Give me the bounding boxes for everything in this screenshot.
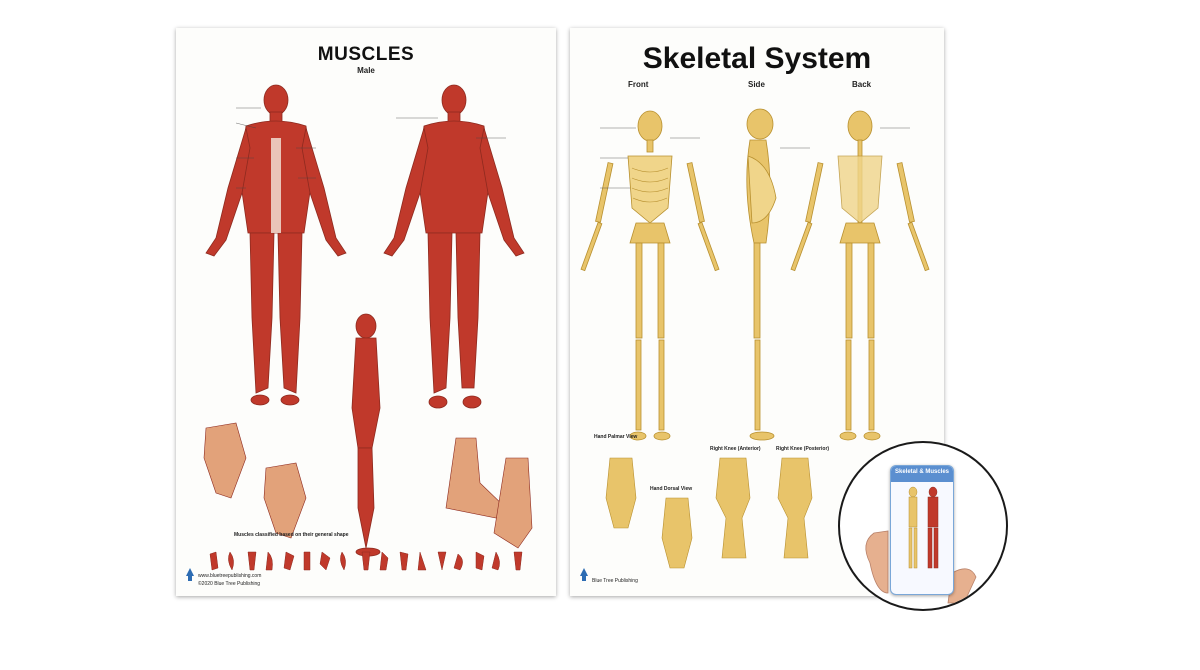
publisher-name: Blue Tree Publishing [592,578,638,584]
copyright-text: ©2020 Blue Tree Publishing [198,581,261,587]
front-skeleton-figure [580,110,720,441]
skeleton-figures-illustration [580,108,930,581]
back-muscle-figure [383,84,525,409]
hand-illustrations [203,422,307,539]
muscles-poster: MUSCLES Male [176,28,556,596]
muscle-shapes-caption: Muscles classified based on their genera… [234,532,349,538]
knee-posterior-label: Right Knee (Posterior) [776,446,830,452]
muscles-subtitle: Male [357,66,375,75]
publisher-logo-icon [580,568,588,581]
laminated-quick-reference-card: Skeletal & Muscles [890,465,954,595]
publisher-url: www.bluetreepublishing.com [198,573,262,579]
product-inset-circle: Skeletal & Muscles [838,441,1008,611]
publisher-logo-icon [186,568,194,581]
card-figure-illustration [908,486,939,569]
back-skeleton-figure [790,110,930,441]
side-muscle-figure [351,313,381,557]
muscles-title: MUSCLES [317,44,415,65]
muscle-shape-icons [209,551,523,571]
knee-anterior-label: Right Knee (Anterior) [710,446,761,452]
hand-palmar-label: Hand Palmar View [594,434,638,440]
view-label-side: Side [748,80,765,89]
view-label-back: Back [852,80,872,89]
side-skeleton-figure [746,108,777,441]
hand-bone-illustrations [605,457,693,569]
hand-holding-card-illustration [865,530,977,604]
card-title: Skeletal & Muscles [894,469,950,475]
card-header: Skeletal & Muscles [891,466,953,482]
muscle-figures-illustration [186,84,533,581]
knee-bone-illustrations [715,457,813,559]
front-muscle-figure [205,84,347,406]
hand-dorsal-label: Hand Dorsal View [650,486,693,492]
view-label-front: Front [628,80,649,89]
foot-illustrations [445,437,533,549]
skeletal-title: Skeletal System [642,42,872,75]
